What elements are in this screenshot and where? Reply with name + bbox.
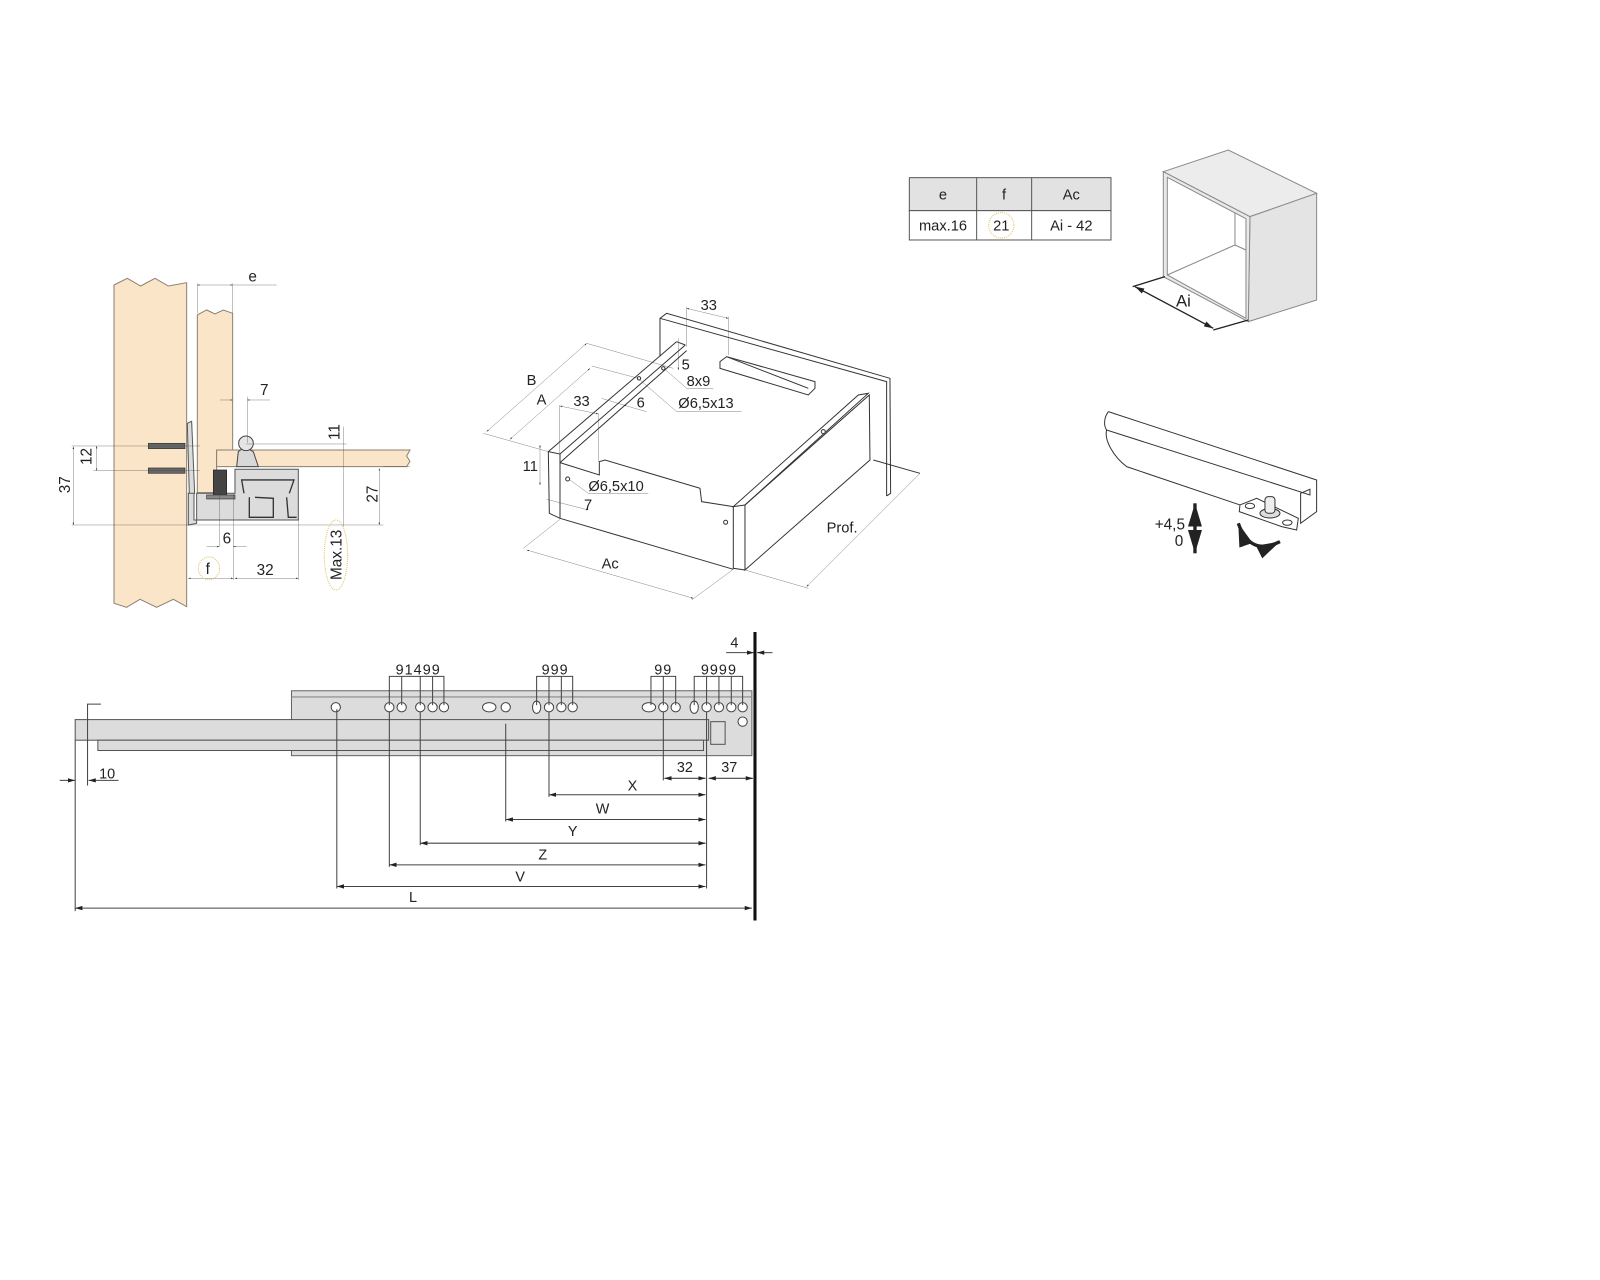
dim-A: A bbox=[537, 392, 547, 408]
front-lock bbox=[710, 721, 726, 745]
table-header-e: e bbox=[939, 187, 947, 203]
dim-Z: Z bbox=[538, 848, 547, 864]
hole-icon bbox=[500, 702, 511, 713]
hole-group-3: 99 bbox=[654, 662, 672, 678]
dim-4: 4 bbox=[730, 636, 738, 652]
dim-Ac: Ac bbox=[602, 556, 619, 572]
dim-Y: Y bbox=[568, 824, 578, 840]
dim-max13: Max.13 bbox=[329, 530, 346, 580]
hole-6-5x13: Ø6,5x13 bbox=[678, 396, 733, 412]
dim-prof: Prof. bbox=[827, 521, 858, 537]
dim-32: 32 bbox=[677, 760, 693, 776]
inner-rail bbox=[74, 719, 710, 741]
adjust-plus: +4,5 bbox=[1155, 516, 1185, 533]
slot-icon bbox=[482, 702, 497, 713]
dim-Ai: Ai bbox=[1176, 292, 1191, 311]
hole-8x9: 8x9 bbox=[687, 374, 711, 390]
runner-channel bbox=[240, 479, 297, 518]
mounting-holes bbox=[330, 700, 748, 727]
adjust-zero: 0 bbox=[1175, 533, 1184, 550]
table-header-f: f bbox=[1002, 187, 1007, 203]
hole-6-5x10: Ø6,5x10 bbox=[588, 479, 643, 495]
hole-icons bbox=[565, 366, 826, 525]
table-header-ac: Ac bbox=[1063, 187, 1080, 203]
right-panel: e f Ac max.16 21 Ai - 42 Ai bbox=[908, 149, 1318, 559]
drawer-outline bbox=[547, 312, 921, 572]
height-adjuster-view: +4,5 0 bbox=[1104, 411, 1318, 559]
dim-f: f bbox=[206, 561, 211, 578]
hole-icon bbox=[737, 716, 748, 727]
runner-profile bbox=[187, 468, 299, 526]
dim-32: 32 bbox=[257, 562, 274, 579]
dim-33-top: 33 bbox=[701, 298, 717, 314]
highlight-max13 bbox=[323, 519, 349, 591]
dim-12: 12 bbox=[79, 448, 96, 465]
cabinet-side-panel bbox=[113, 277, 188, 608]
hole-group-4: 9999 bbox=[701, 662, 737, 678]
dim-6: 6 bbox=[223, 530, 232, 547]
locking-device bbox=[236, 435, 260, 468]
drawer-side-panel bbox=[196, 309, 234, 494]
rear-hook bbox=[87, 703, 101, 720]
dim-37: 37 bbox=[721, 760, 737, 776]
dim-5: 5 bbox=[682, 357, 690, 373]
dim-10: 10 bbox=[99, 766, 115, 782]
dim-W: W bbox=[596, 801, 610, 817]
clip bbox=[212, 469, 227, 499]
highlight-21 bbox=[988, 212, 1015, 239]
hole-icon bbox=[330, 702, 341, 713]
dim-V: V bbox=[515, 869, 525, 885]
dim-33-left: 33 bbox=[573, 394, 589, 410]
table-cell-e: max.16 bbox=[919, 219, 967, 235]
slide-dimension-lines bbox=[59, 650, 773, 912]
hole-group-1: 91499 bbox=[396, 662, 441, 678]
dim-37: 37 bbox=[57, 476, 74, 493]
drawer-bottom bbox=[216, 449, 411, 468]
slide-elevation-view: 91499 999 99 9999 4 10 32 37 X W Y Z V L bbox=[59, 632, 773, 921]
table-cell-f: 21 bbox=[993, 219, 1009, 235]
table-cell-ac: Ai - 42 bbox=[1050, 219, 1092, 235]
dim-11: 11 bbox=[326, 424, 343, 440]
dim-6: 6 bbox=[637, 396, 645, 412]
hole-group-2: 999 bbox=[542, 662, 569, 678]
dimension-table: e f Ac max.16 21 Ai - 42 bbox=[908, 177, 1112, 241]
drawer-dimension-lines bbox=[483, 306, 921, 601]
dim-11: 11 bbox=[523, 459, 538, 475]
dim-27: 27 bbox=[364, 486, 381, 503]
dim-e: e bbox=[248, 269, 257, 286]
dim-7: 7 bbox=[584, 497, 592, 513]
slot-icon bbox=[641, 702, 657, 713]
drawer-isometric-view: 33 5 8x9 Ø6,5x13 B A 33 6 11 Ø6,5x10 7 A… bbox=[483, 298, 921, 601]
mounting-bracket bbox=[186, 420, 196, 495]
dim-7: 7 bbox=[260, 382, 269, 399]
dim-X: X bbox=[628, 779, 638, 795]
rotate-arrow-icon bbox=[1236, 522, 1281, 559]
highlight-f bbox=[197, 556, 221, 581]
dim-B: B bbox=[527, 373, 537, 389]
dimension-lines bbox=[71, 283, 410, 580]
cabinet-icon: Ai bbox=[1132, 149, 1318, 331]
section-view: e 7 11 12 37 27 6 f 32 Max.13 bbox=[57, 269, 411, 608]
dim-L: L bbox=[409, 890, 417, 906]
